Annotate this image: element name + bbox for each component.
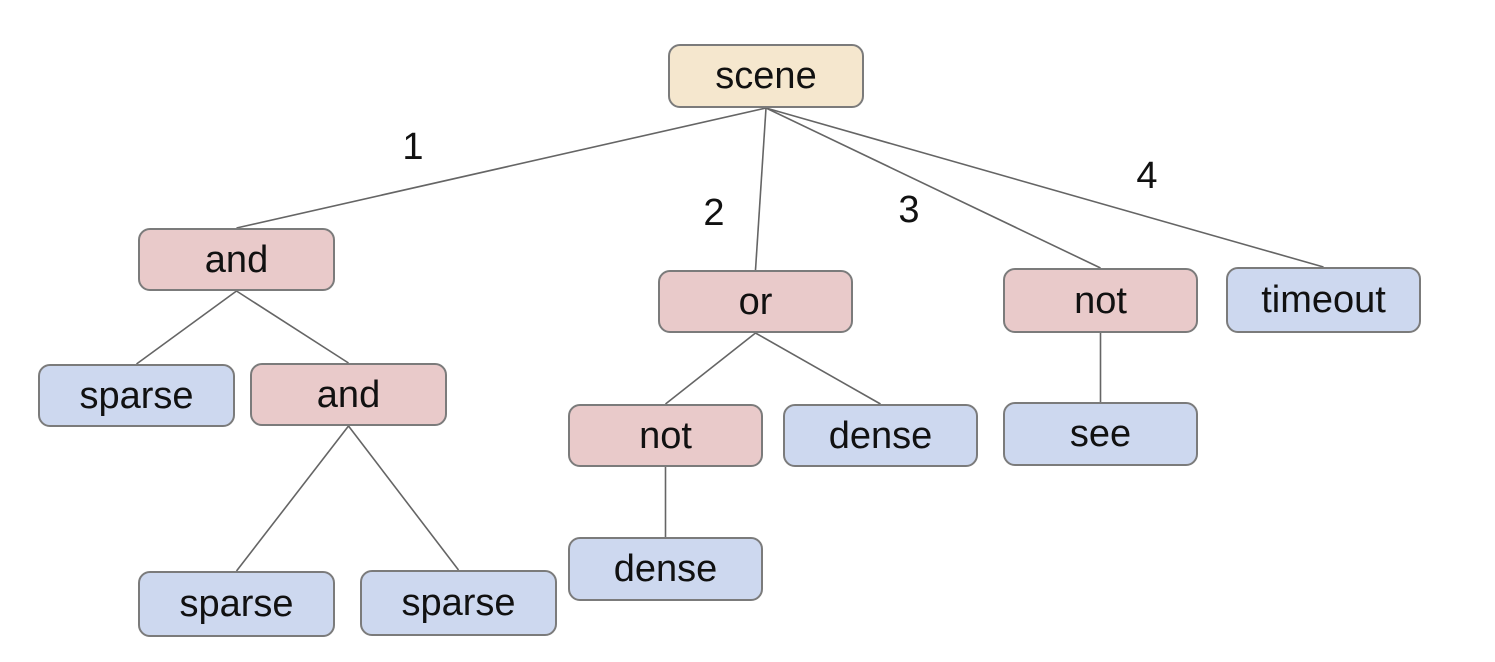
- edge-or1-not2: [665, 332, 756, 405]
- edge-and2-sparse3: [347, 425, 460, 571]
- tree-node-scene: scene: [668, 44, 864, 108]
- node-label: not: [639, 414, 692, 457]
- node-label: and: [204, 238, 269, 281]
- edge-label-4: 4: [1136, 155, 1158, 197]
- tree-node-see1: see: [1003, 402, 1198, 466]
- tree-node-not2: not: [568, 404, 763, 467]
- edge-scene-timeout1: [765, 107, 1324, 268]
- edge-label-2: 2: [703, 192, 725, 234]
- edge-scene-not1: [765, 107, 1101, 269]
- edge-scene-and1: [236, 107, 767, 229]
- edge-label-1: 1: [402, 126, 424, 168]
- tree-node-and1: and: [138, 228, 335, 291]
- node-label: timeout: [1261, 279, 1386, 321]
- node-label: dense: [828, 414, 933, 457]
- node-label: not: [1074, 279, 1127, 322]
- tree-node-and2: and: [250, 363, 447, 426]
- node-label: sparse: [179, 583, 294, 625]
- tree-node-timeout1: timeout: [1226, 267, 1421, 333]
- node-label: and: [316, 373, 381, 416]
- edge-label-3: 3: [898, 189, 920, 231]
- edge-or1-dense1: [755, 332, 881, 405]
- node-label: scene: [715, 55, 817, 97]
- edge-and2-sparse2: [235, 425, 350, 572]
- edge-and1-sparse1: [136, 290, 237, 365]
- node-label: sparse: [79, 374, 194, 417]
- tree-node-sparse2: sparse: [138, 571, 335, 637]
- node-label: dense: [613, 548, 718, 590]
- tree-node-or1: or: [658, 270, 853, 333]
- tree-node-not1: not: [1003, 268, 1198, 333]
- node-label: or: [738, 280, 773, 323]
- edge-scene-or1: [754, 107, 767, 271]
- node-label: see: [1069, 413, 1132, 455]
- tree-node-dense2: dense: [568, 537, 763, 601]
- tree-node-sparse1: sparse: [38, 364, 235, 427]
- edge-and1-and2: [236, 290, 349, 364]
- node-label: sparse: [401, 582, 516, 624]
- tree-node-dense1: dense: [783, 404, 978, 467]
- tree-node-sparse3: sparse: [360, 570, 557, 636]
